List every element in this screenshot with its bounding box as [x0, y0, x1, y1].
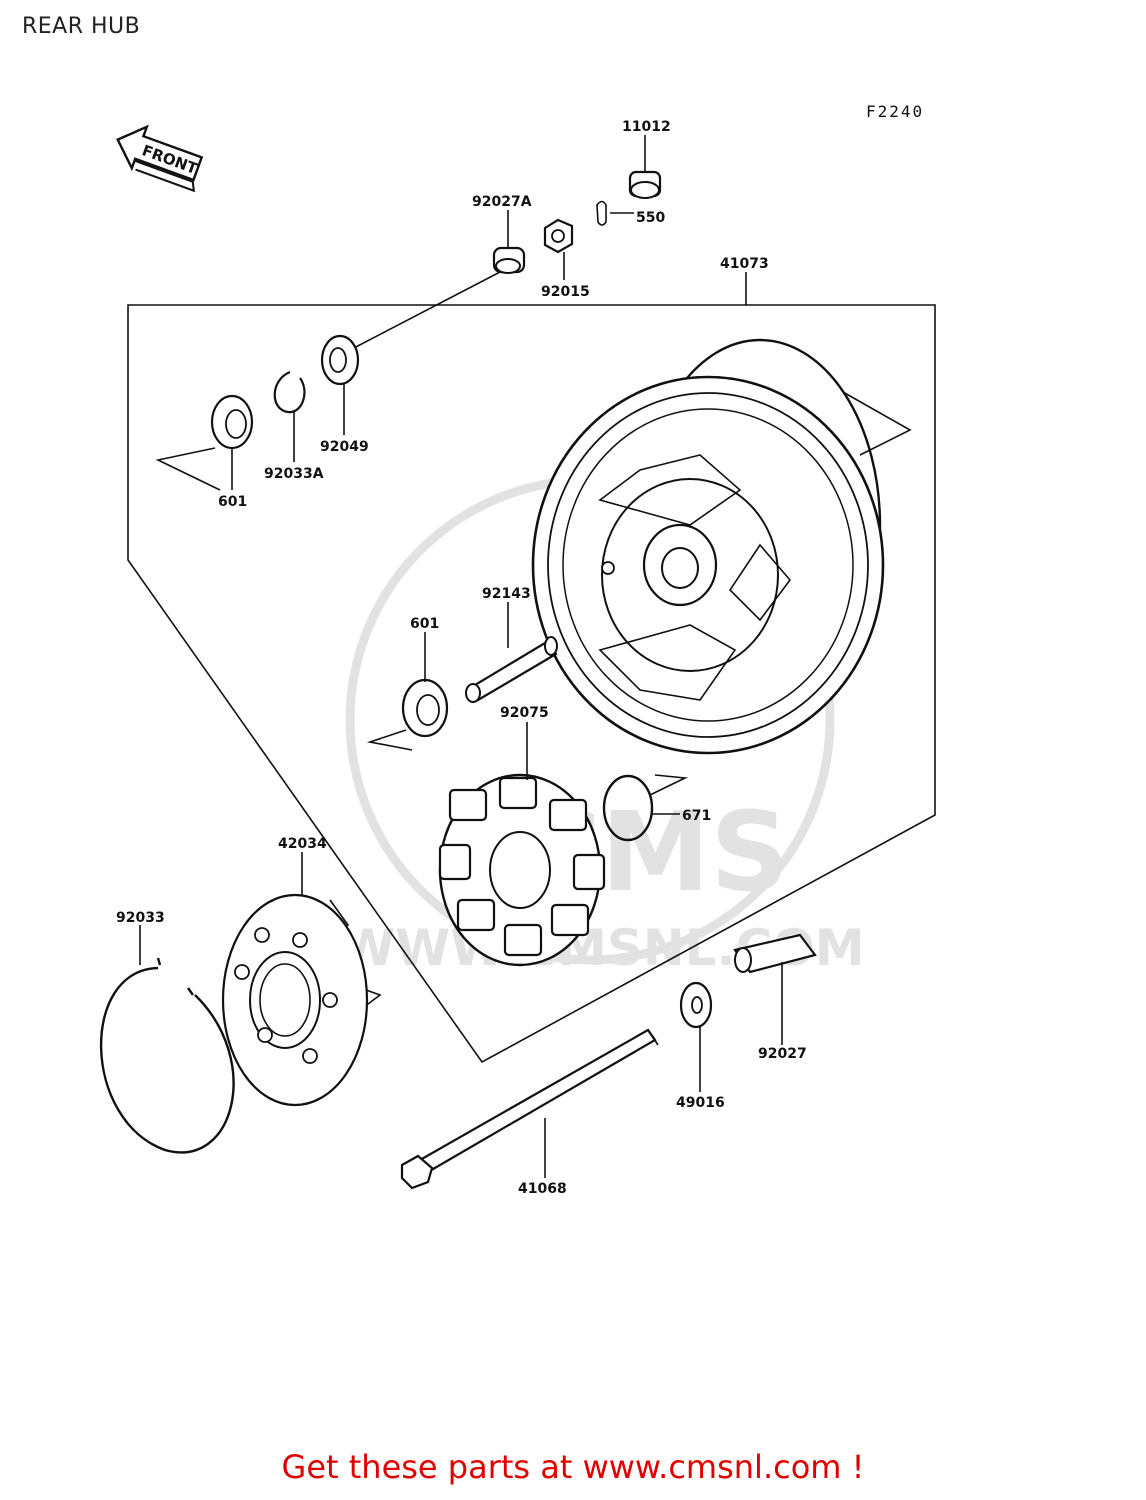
part-label-92033: 92033: [116, 910, 165, 926]
axle-drawing: [400, 1028, 659, 1190]
collar-92027a-drawing: [492, 246, 526, 274]
part-label-601-top: 601: [218, 494, 247, 510]
cotter-pin-drawing: [596, 200, 607, 226]
sprocket-coupling-drawing: [221, 893, 382, 1107]
part-label-11012: 11012: [622, 119, 671, 135]
part-label-41073: 41073: [720, 256, 769, 272]
collar-92143-drawing: [465, 636, 558, 703]
bearing-601-middle-drawing: [366, 678, 449, 751]
circlip-92033a-drawing: [273, 370, 306, 414]
part-label-92049: 92049: [320, 439, 369, 455]
leader-lines: [139, 135, 783, 1178]
part-label-92033a: 92033A: [264, 466, 324, 482]
bearing-601-top-drawing: [155, 394, 254, 491]
page-title: REAR HUB: [22, 14, 141, 39]
part-label-601-middle: 601: [410, 616, 439, 632]
assembly-outline: [127, 304, 936, 1064]
collar-11012-drawing: [628, 170, 662, 199]
washer-drawing: [679, 981, 713, 1029]
figure-code: F2240: [866, 102, 925, 121]
part-label-42034: 42034: [278, 836, 327, 852]
leader-collar-seal: [349, 271, 501, 351]
o-ring-drawing: [602, 774, 688, 842]
damper-drawing: [438, 773, 606, 967]
part-label-92015: 92015: [541, 284, 590, 300]
part-label-41068: 41068: [518, 1181, 567, 1197]
part-label-92027a: 92027A: [472, 194, 532, 210]
collar-92027-drawing: [733, 933, 817, 974]
part-label-92143: 92143: [482, 586, 531, 602]
part-label-49016: 49016: [676, 1095, 725, 1111]
oil-seal-drawing: [320, 334, 360, 386]
wheel-drawing: [531, 338, 912, 755]
front-direction-arrow: FRONT: [116, 124, 204, 193]
circlip-92033-drawing: [99, 957, 235, 1154]
part-label-92027: 92027: [758, 1046, 807, 1062]
nut-drawing: [543, 218, 574, 254]
part-label-550: 550: [636, 210, 665, 226]
part-label-671: 671: [682, 808, 711, 824]
part-label-92075: 92075: [500, 705, 549, 721]
part-labels: 11012 550 92027A 92015 41073 92049 92033…: [116, 119, 807, 1197]
footer-cta-link[interactable]: Get these parts at www.cmsnl.com !: [281, 1448, 865, 1486]
